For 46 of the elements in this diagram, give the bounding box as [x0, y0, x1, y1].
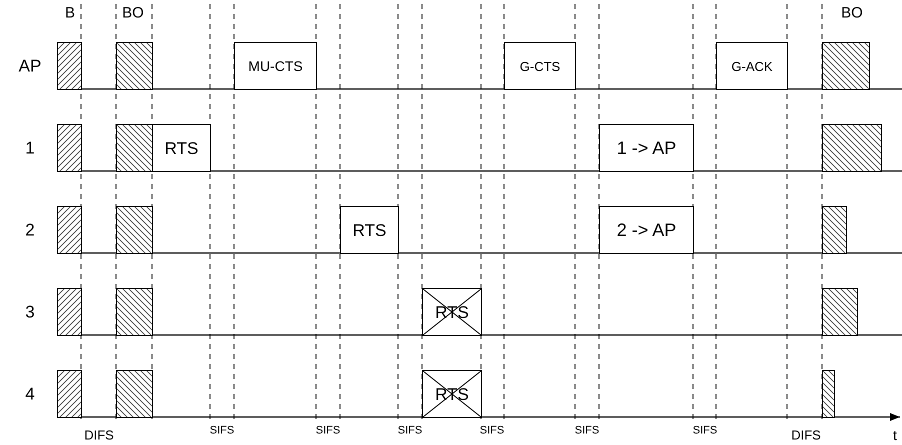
hatched-block	[822, 206, 847, 254]
hatched-block	[116, 206, 153, 254]
row-label: AP	[18, 58, 42, 74]
column-label: B	[65, 6, 75, 20]
frame-box	[340, 206, 399, 254]
frame-box	[152, 124, 211, 172]
interval-label: SIFS	[574, 426, 600, 436]
column-label: BO	[122, 6, 144, 20]
row-label: 2	[25, 222, 35, 238]
axis-label: t	[893, 428, 897, 442]
frame-label: MU-CTS	[248, 59, 303, 73]
interval-label: DIFS	[84, 428, 114, 442]
frame-label: G-CTS	[520, 60, 560, 72]
frame-label: RTS	[352, 222, 386, 238]
frame-box	[234, 42, 317, 90]
hatched-block	[57, 288, 82, 336]
interval-label: SIFS	[398, 426, 422, 436]
frame-label: 1 -> AP	[616, 139, 676, 157]
hatched-block	[116, 288, 153, 336]
interval-label: SIFS	[480, 426, 504, 436]
row-label: 3	[25, 304, 35, 320]
column-label: BO	[841, 6, 863, 20]
hatched-block	[57, 206, 82, 254]
frame-box	[599, 206, 694, 254]
interval-label: SIFS	[692, 426, 718, 436]
interval-label: DIFS	[791, 428, 821, 442]
interval-label: SIFS	[210, 426, 234, 436]
row-label: 1	[25, 140, 35, 156]
hatched-block	[822, 288, 858, 336]
frame-label: 2 -> AP	[616, 221, 676, 239]
hatched-block	[822, 124, 882, 172]
hatched-block	[57, 370, 82, 418]
hatched-block	[57, 124, 82, 172]
frame-box	[599, 124, 694, 172]
frame-box	[504, 42, 576, 90]
frame-label: RTS	[164, 140, 198, 156]
row-label: 4	[25, 386, 35, 402]
hatched-block	[822, 42, 870, 90]
hatched-block	[116, 370, 153, 418]
hatched-block	[116, 124, 153, 172]
frame-label: G-ACK	[731, 60, 773, 72]
frame-box	[716, 42, 788, 90]
hatched-block	[822, 370, 835, 418]
interval-label: SIFS	[316, 426, 340, 436]
hatched-block	[116, 42, 153, 90]
hatched-block	[57, 42, 82, 90]
